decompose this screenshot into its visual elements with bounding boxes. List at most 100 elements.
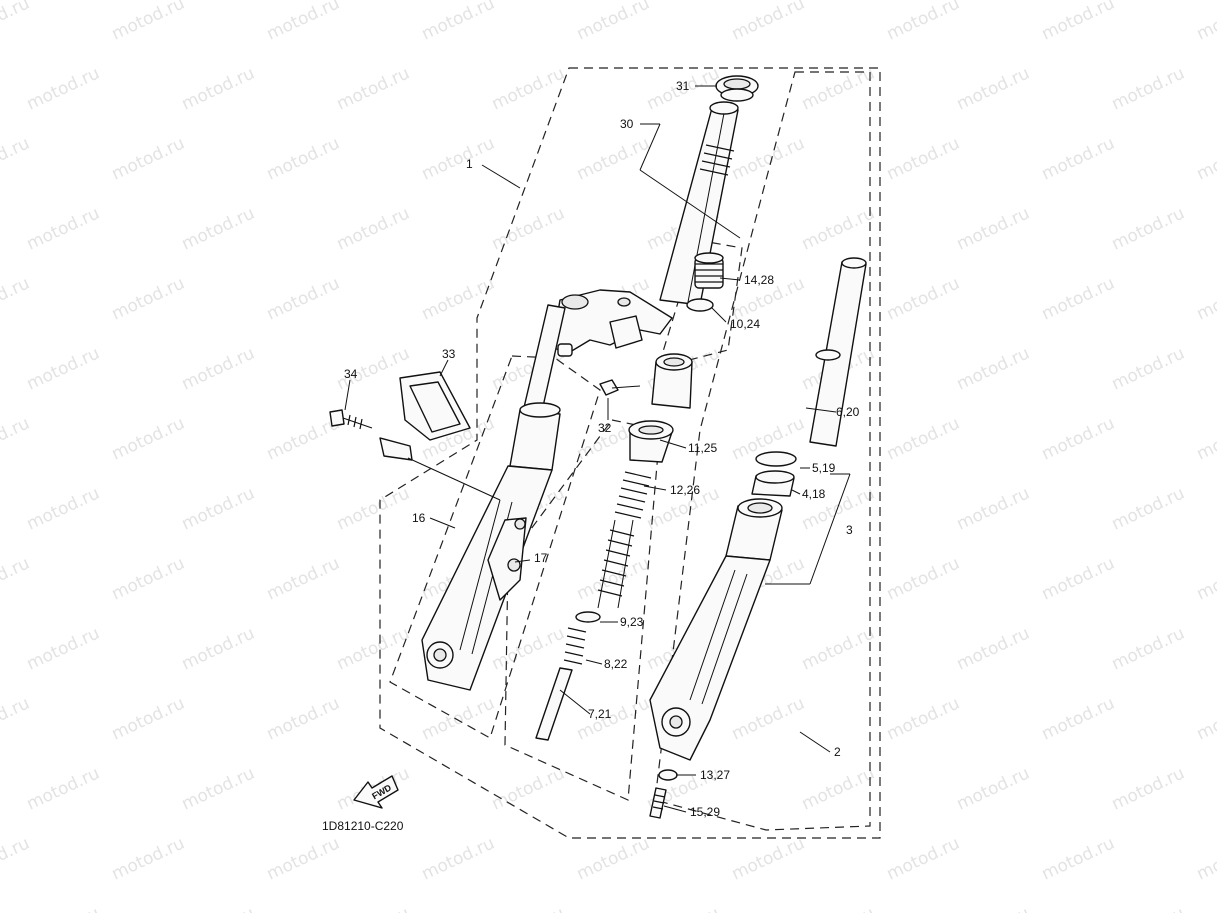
watermark-text: motod.ru — [1039, 553, 1118, 604]
callout-2: 2 — [834, 745, 841, 759]
watermark-text: motod.ru — [1109, 203, 1188, 254]
outer-tube-3-part — [649, 498, 783, 761]
watermark-text: motod.ru — [179, 483, 258, 534]
watermark-text: motod.ru — [954, 483, 1033, 534]
watermark-text: motod.ru — [24, 343, 103, 394]
watermark-text: motod.ru — [109, 413, 188, 464]
seal-part — [715, 75, 759, 102]
callout-34: 34 — [344, 367, 358, 381]
watermark-text: motod.ru — [1109, 483, 1188, 534]
watermark-text: motod.ru — [1039, 0, 1118, 45]
watermark-text: motod.ru — [799, 903, 878, 913]
watermark-text: motod.ru — [729, 833, 808, 884]
watermark-text: motod.ru — [954, 623, 1033, 674]
assembly-1-boundary — [379, 67, 881, 839]
watermark-text: motod.ru — [109, 273, 188, 324]
watermark-text: motod.ru — [1039, 693, 1118, 744]
watermark-text: motod.ru — [954, 763, 1033, 814]
watermark-text: motod.ru — [334, 623, 413, 674]
callout-33: 33 — [442, 347, 456, 361]
watermark-text: motod.ru — [179, 903, 258, 913]
watermark-text: motod.ru — [489, 763, 568, 814]
watermark-text: motod.ru — [1194, 0, 1217, 45]
watermark-text: motod.ru — [0, 833, 33, 884]
callout-6-20: 6,20 — [836, 405, 860, 419]
rebound-spring-part — [563, 627, 587, 665]
watermark-text: motod.ru — [884, 413, 963, 464]
copper-washer-part — [658, 769, 678, 781]
watermark-text: motod.ru — [954, 903, 1033, 913]
callout-labels: 31 30 1 14,28 10,24 32 11,25 12,26 6,20 … — [322, 79, 860, 833]
watermark-text: motod.ru — [1039, 273, 1118, 324]
watermark-text: motod.ru — [799, 623, 878, 674]
bolt-34-part — [329, 409, 373, 430]
watermark-text: motod.ru — [884, 133, 963, 184]
watermark-text: motod.ru — [729, 133, 808, 184]
watermark-text: motod.ru — [489, 203, 568, 254]
watermark-text: motod.ru — [109, 0, 188, 45]
collar-part — [694, 252, 724, 289]
watermark-text: motod.ru — [1039, 833, 1118, 884]
watermark-text: motod.ru — [334, 483, 413, 534]
watermark-text: motod.ru — [264, 553, 343, 604]
watermark-text: motod.ru — [109, 133, 188, 184]
callout-12-26: 12,26 — [670, 483, 700, 497]
fwd-arrow-icon: FWD — [353, 775, 399, 809]
tube-group-boundary — [657, 239, 743, 369]
watermark-text: motod.ru — [799, 63, 878, 114]
watermark-text: motod.ru — [1109, 763, 1188, 814]
damper-rod-part — [535, 667, 573, 741]
callout-8-22: 8,22 — [604, 657, 628, 671]
watermark-text: motod.ru — [1039, 133, 1118, 184]
watermark-text: motod.ru — [799, 763, 878, 814]
watermark-text: motod.ru — [574, 833, 653, 884]
watermark-text: motod.ru — [24, 203, 103, 254]
watermark-text: motod.ru — [489, 623, 568, 674]
outer-tube-16-part — [421, 304, 566, 691]
clip-part — [755, 451, 797, 467]
callout-30: 30 — [620, 117, 634, 131]
watermark-text: motod.ru — [0, 0, 33, 45]
callout-10-24: 10,24 — [730, 317, 760, 331]
watermark-text: motod.ru — [1194, 833, 1217, 884]
watermark-text: motod.ru — [1109, 343, 1188, 394]
watermark-text: motod.ru — [0, 273, 33, 324]
watermark-text: motod.ru — [1109, 903, 1188, 913]
oil-seal-part — [751, 470, 795, 497]
watermark-text: motod.ru — [644, 903, 723, 913]
watermark-text: motod.ru — [884, 553, 963, 604]
watermark-text: motod.ru — [264, 133, 343, 184]
callout-13-27: 13,27 — [700, 768, 730, 782]
under-bracket-part — [551, 289, 673, 357]
watermark-text: motod.ru — [954, 343, 1033, 394]
inner-tube-part — [809, 257, 867, 447]
watermark-text: motod.ru — [1194, 273, 1217, 324]
watermark-text: motod.ru — [179, 623, 258, 674]
watermark-text: motod.ru — [1194, 693, 1217, 744]
watermark-text: motod.ru — [574, 133, 653, 184]
watermark-text: motod.ru — [179, 763, 258, 814]
cap-part — [628, 420, 674, 463]
watermark-text: motod.ru — [419, 833, 498, 884]
watermark-text: motod.ru — [264, 273, 343, 324]
callout-9-23: 9,23 — [620, 615, 644, 629]
watermark-text: motod.ru — [419, 133, 498, 184]
fork-clamp-part — [651, 353, 693, 409]
watermark-text: motod.ru — [419, 693, 498, 744]
watermark-text: motod.ru — [109, 553, 188, 604]
washer-part — [686, 298, 714, 312]
watermark-text: motod.ru — [24, 763, 103, 814]
drain-bolt-part — [649, 787, 667, 819]
watermark-text: motod.ru — [574, 553, 653, 604]
watermark-text: motod.ru — [179, 63, 258, 114]
callout-17: 17 — [534, 551, 548, 565]
watermark-text: motod.ru — [264, 0, 343, 45]
watermark-text: motod.ru — [799, 203, 878, 254]
diagram-code: 1D81210-C220 — [322, 819, 404, 833]
callout-1: 1 — [466, 157, 473, 171]
watermark-text: motod.ru — [1039, 413, 1118, 464]
watermark-text: motod.ru — [24, 483, 103, 534]
